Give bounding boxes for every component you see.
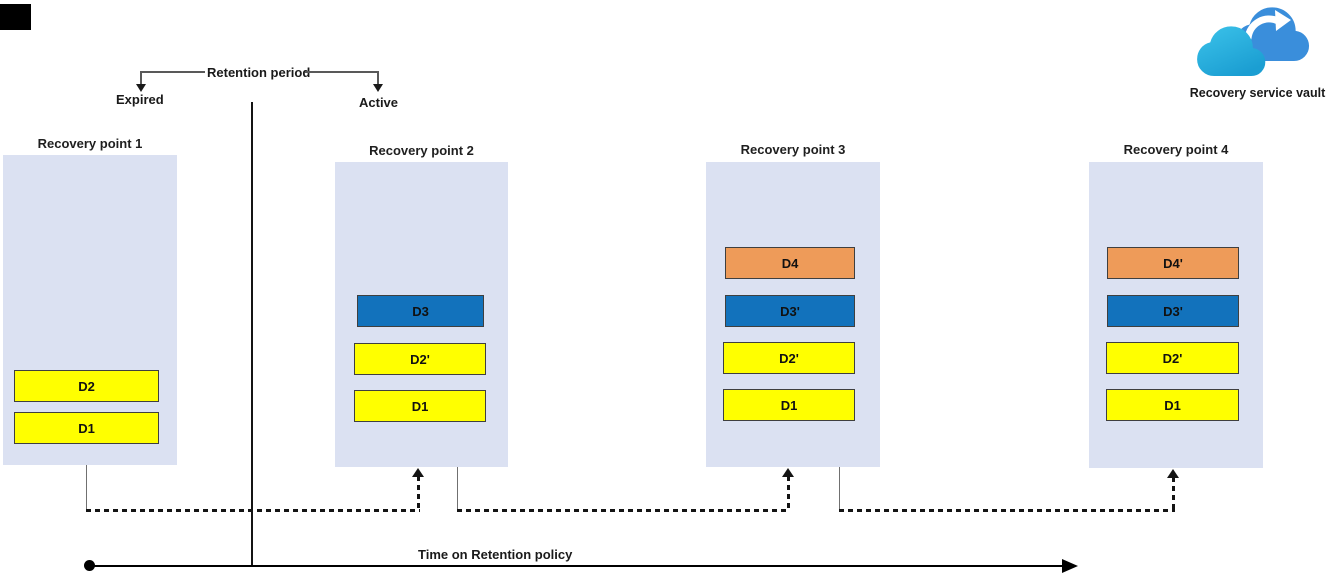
connector-drop-3 <box>839 467 840 511</box>
data-block: D2' <box>1106 342 1239 374</box>
timeline-origin-dot <box>84 560 95 571</box>
connector-dash-2 <box>457 509 790 512</box>
arrowhead-up-1-icon <box>412 468 424 477</box>
recovery-point-3-title: Recovery point 3 <box>740 142 846 157</box>
data-block: D4' <box>1107 247 1239 279</box>
data-block: D1 <box>1106 389 1239 421</box>
expired-label: Expired <box>116 92 164 107</box>
recovery-point-4-title: Recovery point 4 <box>1123 142 1229 157</box>
timeline-arrowhead-icon <box>1062 559 1078 573</box>
data-block: D1 <box>354 390 486 422</box>
data-block: D4 <box>725 247 855 279</box>
connector-arrow-line-3 <box>1172 477 1175 510</box>
active-label: Active <box>359 95 399 110</box>
recovery-point-1-title: Recovery point 1 <box>37 136 143 151</box>
data-block: D1 <box>723 389 855 421</box>
data-block: D2' <box>354 343 486 375</box>
retention-period-label: Retention period <box>207 65 311 80</box>
arrowhead-down-left-icon <box>136 84 146 92</box>
timeline-axis <box>90 565 1062 567</box>
data-block: D3 <box>357 295 484 327</box>
arrowhead-up-3-icon <box>1167 469 1179 478</box>
recovery-point-2-title: Recovery point 2 <box>369 143 474 158</box>
bracket-drop-left <box>140 71 142 84</box>
retention-divider-line <box>251 102 253 566</box>
bracket-line-right <box>305 71 378 73</box>
recovery-vault-icon <box>1192 0 1327 82</box>
data-block: D2 <box>14 370 159 402</box>
data-block: D1 <box>14 412 159 444</box>
data-block: D3' <box>725 295 855 327</box>
corner-black-marker <box>0 4 31 30</box>
data-block: D2' <box>723 342 855 374</box>
arrowhead-up-2-icon <box>782 468 794 477</box>
connector-arrow-line-1 <box>417 476 420 510</box>
arrowhead-down-right-icon <box>373 84 383 92</box>
connector-drop-2 <box>457 467 458 511</box>
connector-dash-3 <box>839 509 1175 512</box>
data-block: D3' <box>1107 295 1239 327</box>
recovery-vault-label: Recovery service vault <box>1189 86 1326 100</box>
connector-drop-1 <box>86 465 87 511</box>
bracket-line-left <box>141 71 205 73</box>
bracket-drop-right <box>377 71 379 84</box>
connector-arrow-line-2 <box>787 476 790 510</box>
connector-dash-1 <box>86 509 420 512</box>
timeline-label: Time on Retention policy <box>418 547 573 562</box>
